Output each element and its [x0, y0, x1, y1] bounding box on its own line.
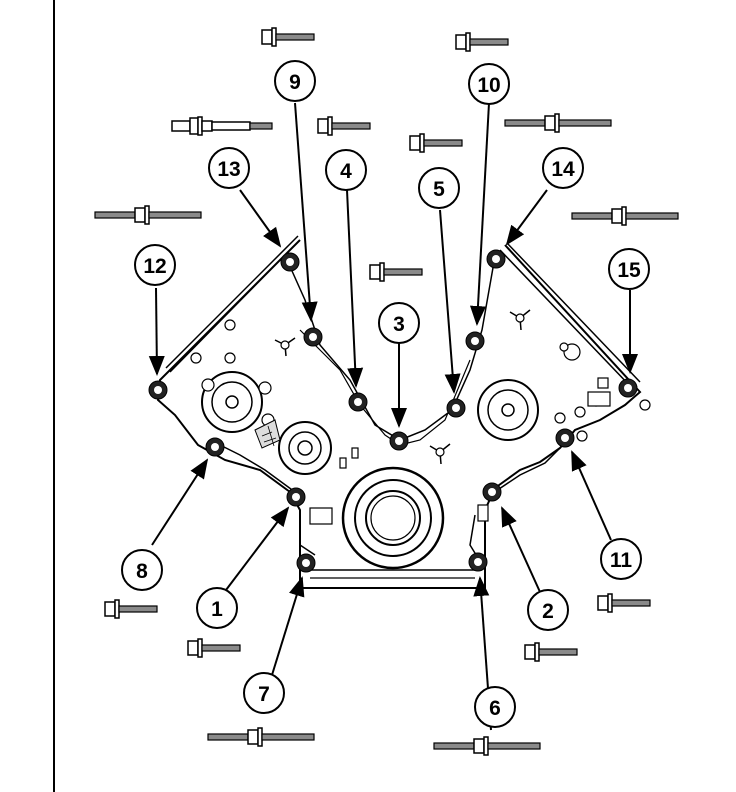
callout-14: 14	[542, 147, 584, 189]
bolt-icon	[409, 133, 463, 153]
bolt-illustrations	[94, 27, 679, 756]
svg-text:1: 1	[211, 598, 223, 621]
svg-text:14: 14	[551, 158, 575, 181]
bolt-icon	[597, 593, 651, 613]
svg-text:12: 12	[143, 255, 166, 278]
callout-5: 5	[418, 167, 460, 209]
svg-text:11: 11	[610, 549, 633, 572]
svg-text:10: 10	[477, 74, 500, 97]
water-pump-pulley	[254, 419, 332, 475]
svg-text:5: 5	[433, 178, 445, 201]
leader-arrows	[148, 102, 638, 731]
stud-icon	[571, 206, 679, 226]
svg-text:2: 2	[542, 600, 554, 623]
svg-text:13: 13	[217, 158, 240, 181]
callout-9: 9	[274, 60, 316, 102]
callout-2: 2	[527, 589, 569, 631]
svg-text:3: 3	[393, 313, 405, 336]
callout-10: 10	[468, 63, 510, 105]
callout-8: 8	[121, 549, 163, 591]
bolt-icon	[104, 599, 158, 619]
callouts: 1 2 3 4 5 6 7 8	[121, 60, 650, 728]
left-idler-pulley	[201, 371, 275, 433]
crankshaft-seal-bore	[341, 466, 445, 570]
svg-text:9: 9	[289, 71, 301, 94]
long-stud-bolt-icon	[171, 116, 273, 136]
callout-4: 4	[325, 149, 367, 191]
callout-7: 7	[243, 672, 285, 714]
bolt-icon	[524, 642, 578, 662]
callout-11: 11	[600, 538, 642, 580]
callout-15: 15	[608, 248, 650, 290]
svg-text:6: 6	[489, 697, 501, 720]
bolt-icon	[187, 638, 241, 658]
timing-cover	[156, 235, 642, 589]
stud-icon	[94, 205, 202, 225]
bolt-icon	[455, 32, 509, 52]
stud-icon	[504, 113, 612, 133]
callout-13: 13	[208, 147, 250, 189]
bolt-icon	[369, 262, 423, 282]
callout-1: 1	[196, 587, 238, 629]
callout-3: 3	[378, 302, 420, 344]
stud-icon	[207, 727, 315, 747]
right-idler-pulley	[477, 379, 539, 441]
svg-text:15: 15	[617, 259, 641, 282]
svg-text:7: 7	[258, 683, 270, 706]
cover-details	[190, 309, 651, 525]
bolt-icon	[261, 27, 315, 47]
stud-icon	[433, 736, 541, 756]
svg-text:4: 4	[340, 160, 352, 183]
bolt-icon	[317, 116, 371, 136]
callout-12: 12	[134, 244, 176, 286]
callout-6: 6	[474, 686, 516, 728]
svg-text:8: 8	[136, 560, 148, 583]
